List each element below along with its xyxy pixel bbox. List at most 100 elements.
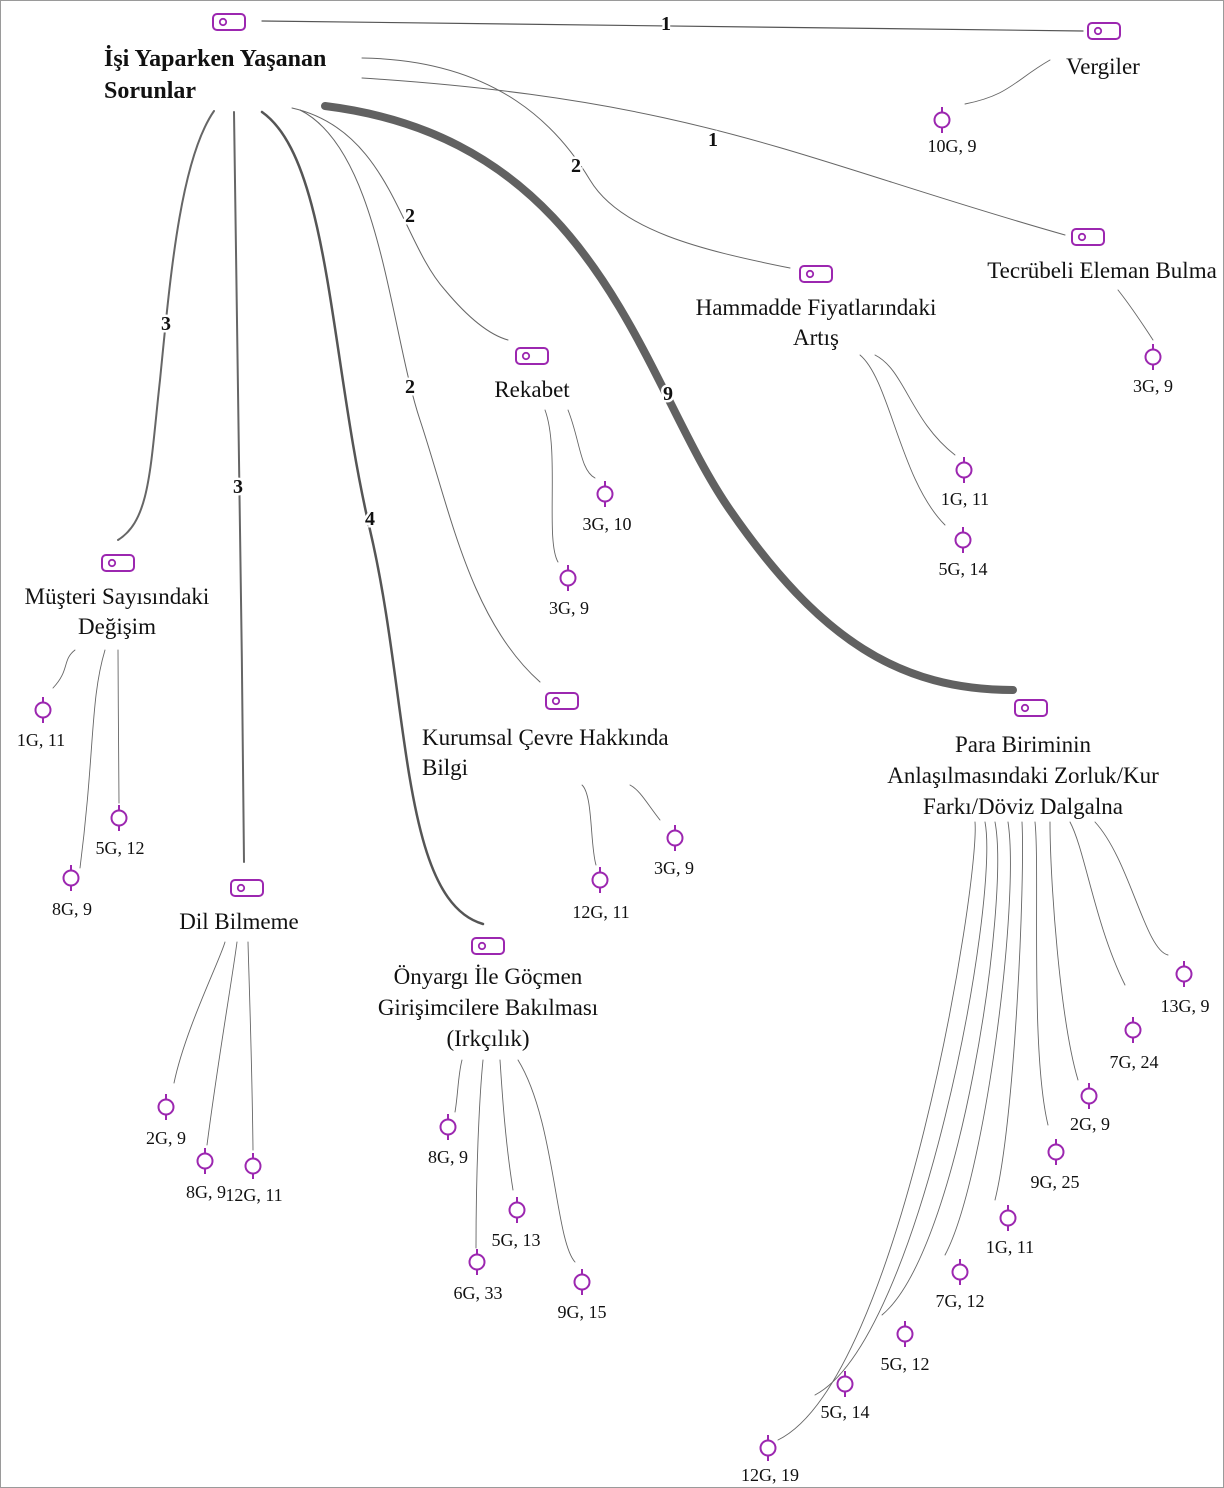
code-node-icon [559, 565, 577, 591]
category-tag-icon-kurumsal [545, 692, 579, 710]
leaf-edge-kurumsal [629, 784, 661, 821]
edge-weight-dil: 3 [233, 476, 243, 498]
category-tag-icon-rekabet [515, 347, 549, 365]
leaf-edge-musteri [79, 649, 106, 869]
code-label: 5G, 12 [96, 838, 145, 858]
code-label: 5G, 14 [821, 1402, 870, 1422]
code-label: 6G, 33 [454, 1283, 503, 1303]
edge-root-musteri [117, 110, 215, 541]
code-node-icon [999, 1205, 1017, 1231]
code-node-icon [468, 1249, 486, 1275]
edge-root-dil [233, 111, 245, 863]
code-node-icon [1080, 1083, 1098, 1109]
code-node-icon [1047, 1139, 1065, 1165]
code-node-icon [196, 1148, 214, 1174]
code-label: 13G, 9 [1161, 996, 1210, 1016]
code-node-icon [157, 1094, 175, 1120]
root-title-line: İşi Yaparken Yaşanan [104, 46, 326, 72]
code-label: 2G, 9 [1070, 1114, 1110, 1134]
root-tag-icon [212, 13, 246, 31]
code-node-icon [110, 805, 128, 831]
category-label-rekabet: Rekabet [494, 377, 570, 402]
edge-weight-kurumsal: 2 [405, 376, 415, 398]
leaf-edge-vergiler [964, 59, 1051, 105]
code-label: 9G, 15 [558, 1302, 607, 1322]
leaf-edge-onyargi [454, 1059, 463, 1113]
code-label: 8G, 9 [428, 1147, 468, 1167]
code-node-icon [951, 1259, 969, 1285]
leaf-edge-dil [173, 941, 226, 1084]
leaf-edge-para [1034, 821, 1049, 1126]
code-label: 1G, 11 [941, 489, 989, 509]
category-label-tecrubeli: Tecrübeli Eleman Bulma [987, 258, 1217, 283]
category-label-hammadde: Hammadde Fiyatlarındaki [696, 295, 937, 320]
leaf-edge-para [881, 821, 999, 1316]
edge-root-tecrubeli [361, 77, 1066, 236]
category-label-kurumsal: Bilgi [422, 755, 468, 780]
category-tag-icon-onyargi [471, 937, 505, 955]
leaf-edge-rekabet [567, 409, 596, 479]
code-label: 8G, 9 [52, 899, 92, 919]
category-tag-icon-musteri [101, 554, 135, 572]
leaf-edge-onyargi [517, 1059, 576, 1263]
category-label-onyargi: Önyargı İle Göçmen [394, 964, 583, 989]
leaf-edge-rekabet [544, 409, 559, 563]
leaf-edge-para [944, 821, 1011, 1256]
edge-weight-musteri: 3 [161, 313, 171, 335]
code-label: 12G, 19 [741, 1465, 799, 1485]
category-label-para: Para Biriminin [955, 732, 1092, 757]
leaf-edge-kurumsal [581, 784, 597, 866]
code-label: 7G, 12 [936, 1291, 985, 1311]
code-node-icon [62, 865, 80, 891]
code-label: 10G, 9 [928, 136, 977, 156]
category-tag-icon-vergiler [1087, 22, 1121, 40]
leaf-edge-onyargi [475, 1059, 484, 1249]
edge-root-onyargi [260, 110, 485, 926]
edge-root-hammadde [361, 57, 791, 269]
code-label: 9G, 25 [1031, 1172, 1080, 1192]
code-node-icon [1124, 1017, 1142, 1043]
code-label: 8G, 9 [186, 1182, 226, 1202]
edge-weight-para: 9 [663, 383, 673, 405]
code-node-icon [596, 481, 614, 507]
code-node-icon [1144, 344, 1162, 370]
code-label: 12G, 11 [572, 902, 629, 922]
leaf-edge-musteri [52, 649, 76, 689]
category-label-para: Anlaşılmasındaki Zorluk/Kur [887, 763, 1159, 788]
code-node-icon [666, 825, 684, 851]
category-tag-icon-hammadde [799, 265, 833, 283]
category-tag-icon-dil [230, 879, 264, 897]
edge-weight-hammadde: 2 [571, 155, 581, 177]
edge-weight-vergiler: 1 [661, 13, 671, 35]
code-label: 1G, 11 [986, 1237, 1034, 1257]
leaf-edge-para [1049, 821, 1079, 1081]
code-node-icon [759, 1435, 777, 1461]
leaf-edge-musteri [117, 649, 120, 804]
code-label: 12G, 11 [225, 1185, 282, 1205]
edge-root-para [321, 102, 1017, 694]
leaf-edge-tecrubeli [1117, 289, 1154, 341]
edge-root-kurumsal [299, 109, 541, 683]
code-node-icon [836, 1371, 854, 1397]
leaf-edge-para [814, 821, 988, 1396]
category-label-onyargi: Girişimcilere Bakılması [378, 995, 598, 1020]
leaf-edge-para [994, 821, 1023, 1201]
leaf-edge-para [777, 821, 976, 1441]
code-node-icon [439, 1114, 457, 1140]
code-label: 3G, 9 [654, 858, 694, 878]
code-node-icon [34, 697, 52, 723]
root-title-line: Sorunlar [104, 78, 196, 104]
code-label: 2G, 9 [146, 1128, 186, 1148]
code-node-icon [508, 1197, 526, 1223]
leaf-edge-dil [247, 941, 254, 1151]
code-node-icon [955, 457, 973, 483]
edge-root-vergiler [261, 20, 1084, 32]
code-node-icon [244, 1153, 262, 1179]
category-label-vergiler: Vergiler [1066, 54, 1140, 79]
leaf-edge-onyargi [499, 1059, 514, 1191]
code-node-icon [933, 107, 951, 133]
code-node-icon [954, 527, 972, 553]
leaf-edge-para [1069, 821, 1126, 986]
category-label-hammadde: Artış [793, 325, 839, 350]
